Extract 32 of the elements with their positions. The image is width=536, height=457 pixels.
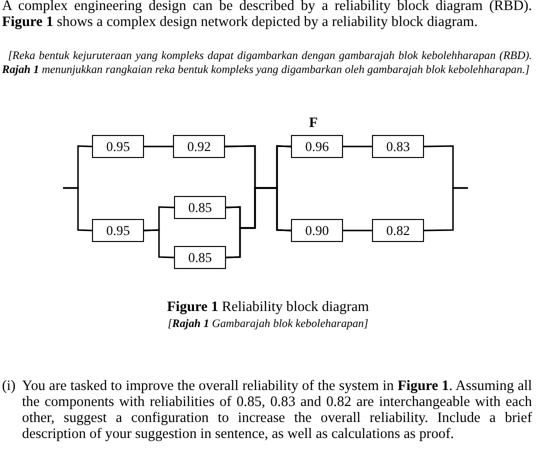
reliability-value: 0.96 xyxy=(305,138,329,154)
paragraph: A complex engineering design can be described by a reliability block diagram (RBD). Figure 1 shows a complex design network depicted by a reliability block diagram. xyxy=(2,0,532,30)
connector-line xyxy=(343,146,372,148)
reliability-value: 0.85 xyxy=(188,200,212,216)
connector-line xyxy=(63,187,92,232)
reliability-block xyxy=(372,219,424,242)
connector-line xyxy=(144,146,173,148)
reliability-value: 0.82 xyxy=(386,222,410,238)
reliability-value: 0.95 xyxy=(106,222,130,238)
connector-line xyxy=(424,187,468,232)
reliability-value: 0.85 xyxy=(188,250,212,266)
item-number: (i) xyxy=(2,378,17,394)
reliability-block xyxy=(92,219,144,242)
paragraph: [Reka bentuk kejuruteraan yang kompleks dapat digambarkan dengan gambarajah blok kebolehharapan (RBD). Rajah 1 menunjukkan rangkaian reka bentuk kompleks yang digambarkan oleh gambarajah blok kebolehharapan.] xyxy=(2,50,532,77)
reliability-block xyxy=(372,135,424,158)
reliability-value: 0.95 xyxy=(106,138,130,154)
connector-line xyxy=(343,230,372,232)
reliability-block xyxy=(291,219,343,242)
connector-line xyxy=(226,187,292,258)
reliability-block xyxy=(291,135,343,158)
block-label: F xyxy=(309,115,318,131)
reliability-value: 0.92 xyxy=(187,138,211,154)
reliability-block xyxy=(174,196,226,219)
reliability-block xyxy=(174,246,226,269)
connector-line xyxy=(144,229,174,258)
reliability-block xyxy=(92,135,144,158)
paragraph: You are tasked to improve the overall reliability of the system in Figure 1. Assuming all the components with reliabilities of 0.85, 0.83 and 0.82 are interchangeable with each other, suggest a configuration to increase the overall reliability. Include a brief description of your suggestion in sentence, as well as calculations as proof. xyxy=(22,378,532,442)
figure-caption: Figure 1 Reliability block diagram xyxy=(166,299,370,315)
reliability-value: 0.83 xyxy=(386,138,410,154)
figure-caption: [Rajah 1 Gambarajah blok keboleharapan] xyxy=(166,317,370,331)
reliability-value: 0.90 xyxy=(305,222,329,238)
reliability-block xyxy=(173,135,225,158)
